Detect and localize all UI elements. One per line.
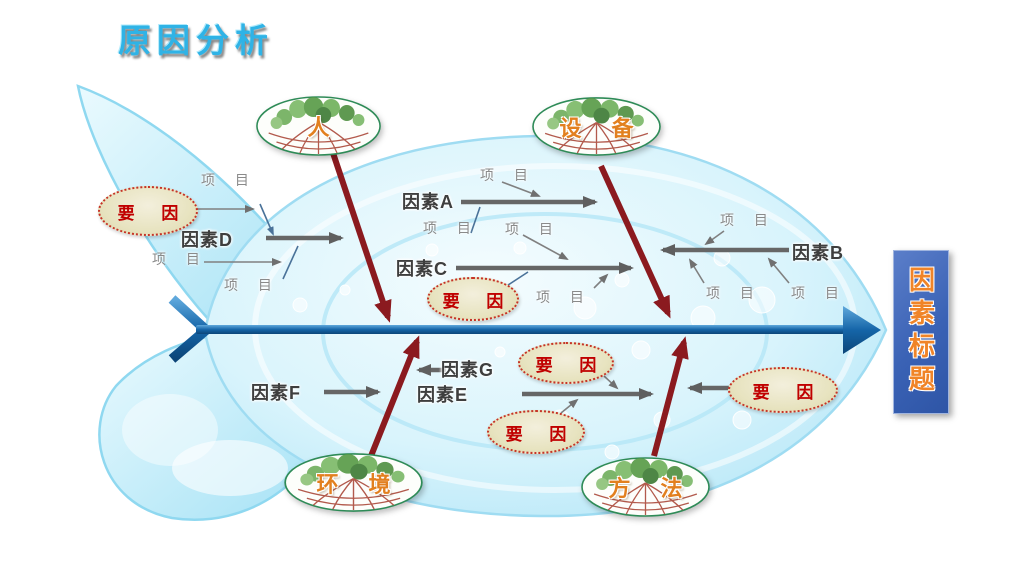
- key-cause-label: 要 因: [442, 291, 515, 311]
- page-title: 原因分析: [118, 22, 274, 59]
- spine-arrowhead: [843, 306, 881, 354]
- item-connector: [282, 245, 299, 280]
- category-label-person: 人: [307, 115, 342, 140]
- item-label: 项 目: [720, 212, 776, 228]
- factor-b-label: 因素B: [792, 243, 844, 263]
- environment-branch: [368, 335, 420, 458]
- key-cause-ellipse: 要 因: [487, 410, 585, 454]
- item-label: 项 目: [480, 167, 536, 183]
- item-connector: [259, 203, 274, 236]
- key-cause-ellipse: 要 因: [518, 342, 614, 384]
- item-connector: [470, 206, 481, 234]
- factor-f-label: 因素F: [251, 383, 301, 403]
- key-cause-link-arrow: [603, 375, 619, 390]
- factor-c-label: 因素C: [396, 259, 448, 279]
- item-label: 项 目: [152, 251, 208, 267]
- category-label-method: 方 法: [608, 476, 695, 501]
- category-bubble-equipment: 设 备: [531, 96, 662, 157]
- item-connectors: [259, 203, 529, 288]
- category-branches: [330, 152, 689, 458]
- item-label: 项 目: [536, 289, 592, 305]
- item-arrow: [522, 234, 569, 260]
- item-label: 项 目: [224, 277, 280, 293]
- category-label-equipment: 设 备: [559, 115, 646, 141]
- item-label: 项 目: [201, 172, 257, 188]
- method-branch: [651, 336, 689, 457]
- factor-e-label: 因素E: [417, 385, 469, 405]
- key-cause-label: 要 因: [505, 424, 578, 444]
- item-arrow: [688, 258, 705, 284]
- category-bubble-person: 人: [255, 95, 382, 157]
- item-label: 项 目: [791, 285, 847, 301]
- factor-d-label: 因素D: [181, 230, 233, 250]
- key-cause-ellipse: 要 因: [98, 186, 198, 236]
- category-bubble-method: 方 法: [580, 456, 711, 518]
- person-branch: [330, 152, 392, 323]
- item-label: 项 目: [505, 221, 561, 237]
- item-arrow: [767, 257, 790, 284]
- factor-title-label: 因素标题: [905, 266, 936, 398]
- category-label-environment: 环 境: [316, 471, 403, 497]
- factor-g-label: 因素G: [441, 360, 495, 380]
- item-arrows: [197, 181, 790, 414]
- item-label: 项 目: [423, 220, 479, 236]
- item-arrow: [704, 230, 725, 246]
- factor-arrows: [266, 196, 789, 400]
- key-cause-link-arrow: [560, 398, 579, 414]
- key-cause-label: 要 因: [752, 382, 825, 402]
- factor-a-label: 因素A: [402, 192, 454, 212]
- item-arrow: [593, 273, 609, 289]
- item-label: 项 目: [706, 285, 762, 301]
- category-bubble-environment: 环 境: [283, 452, 424, 513]
- factor-title-box: 因素标题: [893, 250, 949, 414]
- key-cause-label: 要 因: [535, 355, 608, 375]
- equipment-branch: [598, 164, 671, 319]
- item-arrow: [501, 181, 541, 197]
- spine-line: [196, 325, 844, 334]
- key-cause-ellipse: 要 因: [427, 277, 519, 321]
- key-cause-ellipse: 要 因: [728, 367, 838, 413]
- key-cause-label: 要 因: [117, 203, 190, 223]
